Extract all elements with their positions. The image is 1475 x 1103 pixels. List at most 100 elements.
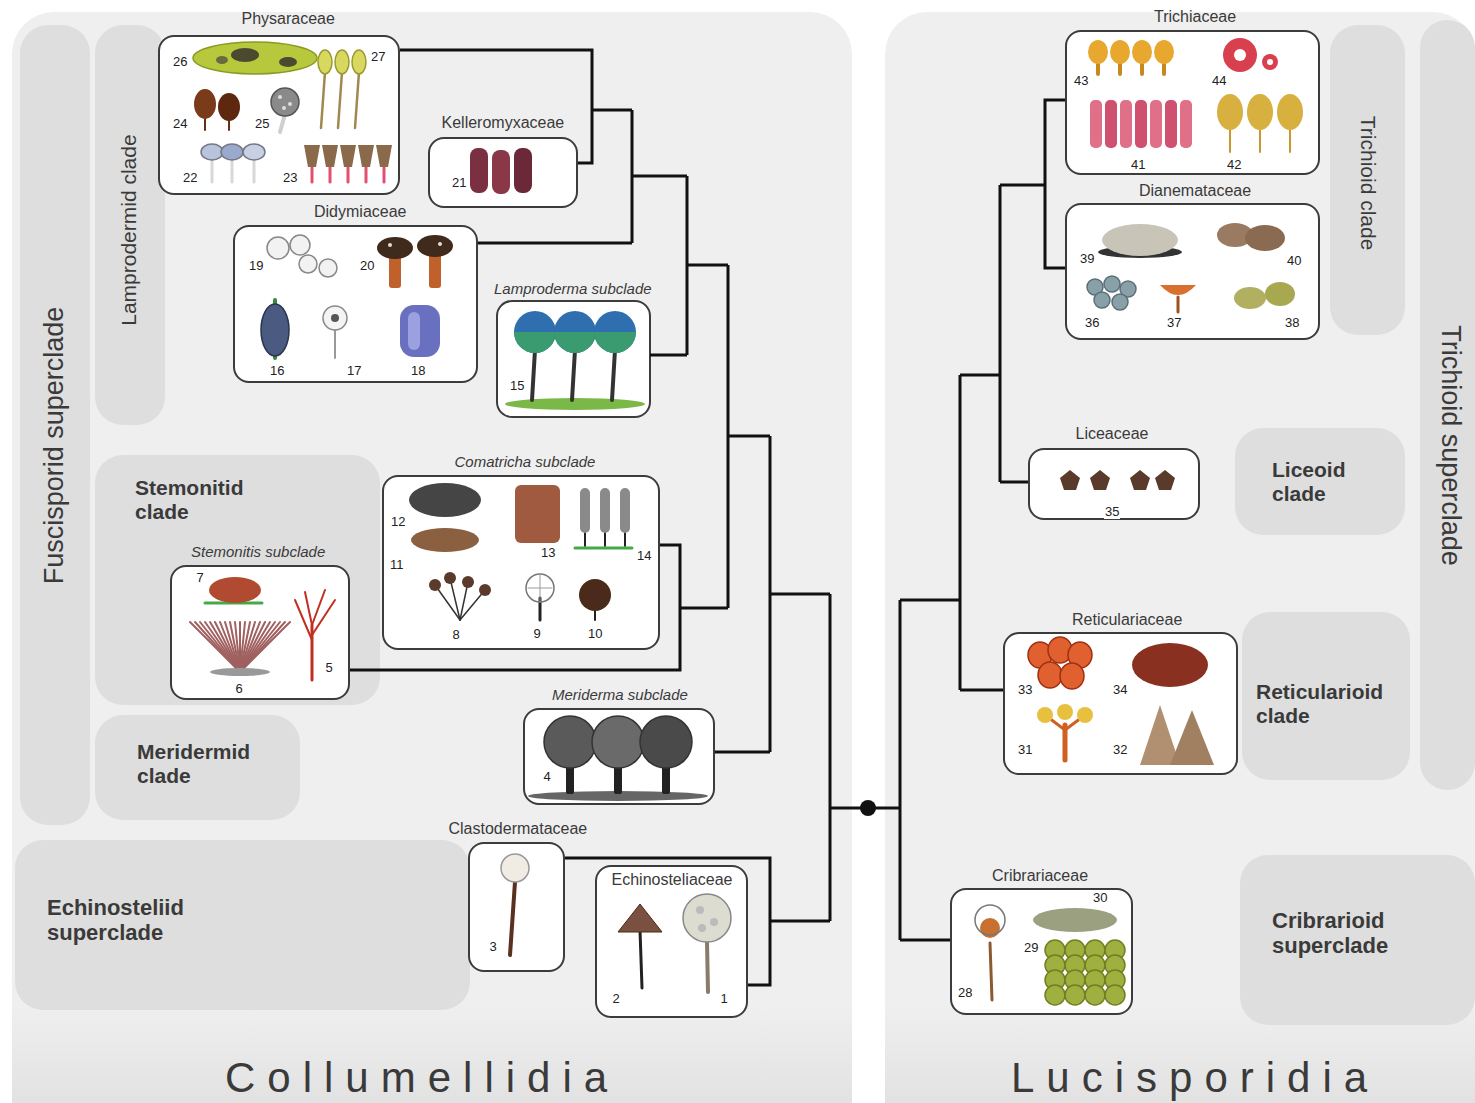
sporocarp-part [1130, 470, 1150, 490]
sporocarp-part [444, 572, 456, 584]
lineage-panel: Lucisporidia TrichiaceaeTrichioid clade Tr… [885, 12, 1475, 1103]
sporocarp-part [698, 924, 706, 932]
callout-number: 13 [540, 546, 556, 561]
family-box: Cribrariaceae [950, 888, 1133, 1015]
sporocarp-part [683, 894, 731, 942]
lineage-panel: CollumellidiaFuscisporid supercladeLampr… [12, 12, 852, 1103]
sporocarp-part [279, 57, 297, 67]
callout-number: 1 [720, 992, 729, 1007]
sporocarp-part [261, 304, 289, 356]
sporocarp-part [411, 528, 479, 552]
sporocarp-part [323, 306, 347, 330]
sporocarp-part [1038, 662, 1062, 688]
sporocarp-part [1118, 64, 1122, 74]
sporocarp-part [594, 311, 636, 353]
sporocarp-part [253, 158, 256, 182]
family-name: Reticulariaceae [1072, 611, 1182, 629]
sporocarp-part [1265, 282, 1295, 306]
callout-number: 4 [543, 770, 552, 785]
sporocarp-part [1104, 276, 1120, 292]
family-box: Trichiaceae [1065, 30, 1320, 175]
sporocarp-part [201, 144, 223, 160]
sporocarp-part [352, 50, 366, 74]
sporocarp-part [1277, 94, 1303, 130]
sporocarp-part [210, 622, 240, 672]
sporocarp-part [295, 600, 312, 640]
sporocarp-part [1223, 38, 1257, 72]
callout-number: 8 [452, 628, 461, 643]
sporocarp-part [409, 483, 481, 517]
callout-number: 38 [1284, 316, 1300, 331]
sporocarp-part [1177, 297, 1180, 312]
sporocarp-part [365, 165, 368, 182]
sporocarp-part [1234, 49, 1246, 61]
sporocarp-part [231, 158, 234, 182]
clade-bracket [565, 858, 770, 985]
sporocarp-illustration [382, 475, 660, 650]
sporocarp-part [205, 622, 240, 672]
clade-name: Reticularioid clade [1256, 680, 1402, 728]
sporocarp-illustration [1065, 203, 1320, 340]
sporocarp-part [1132, 643, 1208, 687]
sporocarp-part [501, 854, 529, 882]
sporocarp-part [618, 904, 662, 932]
callout-number: 2 [612, 992, 621, 1007]
clade-name: Meridermid clade [137, 740, 287, 788]
callout-number: 37 [1166, 316, 1182, 331]
sporocarp-part [492, 150, 510, 194]
sporocarp-part [235, 622, 240, 672]
sporocarp-part [347, 165, 350, 182]
sporocarp-part [544, 716, 596, 768]
family-name: Clastodermataceae [449, 820, 588, 838]
sporocarp-part [331, 314, 339, 322]
sporocarp-part [532, 350, 535, 400]
sporocarp-part [640, 716, 692, 768]
sporocarp-part [1262, 54, 1278, 70]
sporocarp-part [1132, 40, 1152, 64]
sporocarp-part [334, 330, 336, 358]
family-name: Stemonitis subclade [191, 543, 325, 560]
sporocarp-part [594, 332, 636, 353]
sporocarp-part [340, 145, 356, 167]
tree-branch [478, 110, 1045, 940]
sporocarp-part [335, 50, 349, 74]
clade-band: Trichioid superclade [1420, 20, 1475, 790]
sporocarp-illustration [950, 888, 1133, 1015]
sporocarp-part [1105, 100, 1117, 148]
clade-band: Cribrarioid superclade [1240, 855, 1475, 1025]
sporocarp-part [408, 312, 420, 350]
sporocarp-part [510, 882, 515, 955]
sporocarp-part [321, 72, 325, 128]
sporocarp-part [1245, 225, 1285, 251]
callout-number: 26 [172, 55, 188, 70]
sporocarp-part [329, 165, 332, 182]
sporocarp-part [1135, 100, 1147, 148]
sporocarp-part [1094, 292, 1110, 308]
sporocarp-part [358, 145, 374, 167]
lineage-name: Lucisporidia [1011, 1054, 1379, 1102]
clade-band: Echinosteliid superclade [15, 840, 470, 1010]
sporocarp-part [514, 332, 556, 353]
clade-name: Trichioid clade [1356, 116, 1380, 251]
sporocarp-part [278, 95, 282, 99]
sporocarp-part [1140, 64, 1144, 74]
clade-name: Stemonitid clade [135, 476, 275, 524]
sporocarp-part [540, 575, 541, 602]
callout-number: 18 [410, 364, 426, 379]
sporocarp-part [572, 350, 575, 400]
sporocarp-part [400, 305, 440, 357]
callout-number: 33 [1017, 683, 1033, 698]
sporocarp-part [355, 72, 359, 128]
sporocarp-part [388, 243, 392, 247]
sporocarp-part [228, 120, 230, 130]
callout-number: 36 [1084, 316, 1100, 331]
sporocarp-part [243, 144, 265, 160]
sporocarp-part [200, 622, 240, 672]
family-name: Didymiaceae [314, 203, 406, 221]
sporocarp-part [312, 590, 325, 625]
callout-number: 16 [269, 364, 285, 379]
sporocarp-part [1112, 294, 1128, 310]
sporocarp-part [288, 102, 292, 106]
sporocarp-part [1162, 64, 1166, 74]
